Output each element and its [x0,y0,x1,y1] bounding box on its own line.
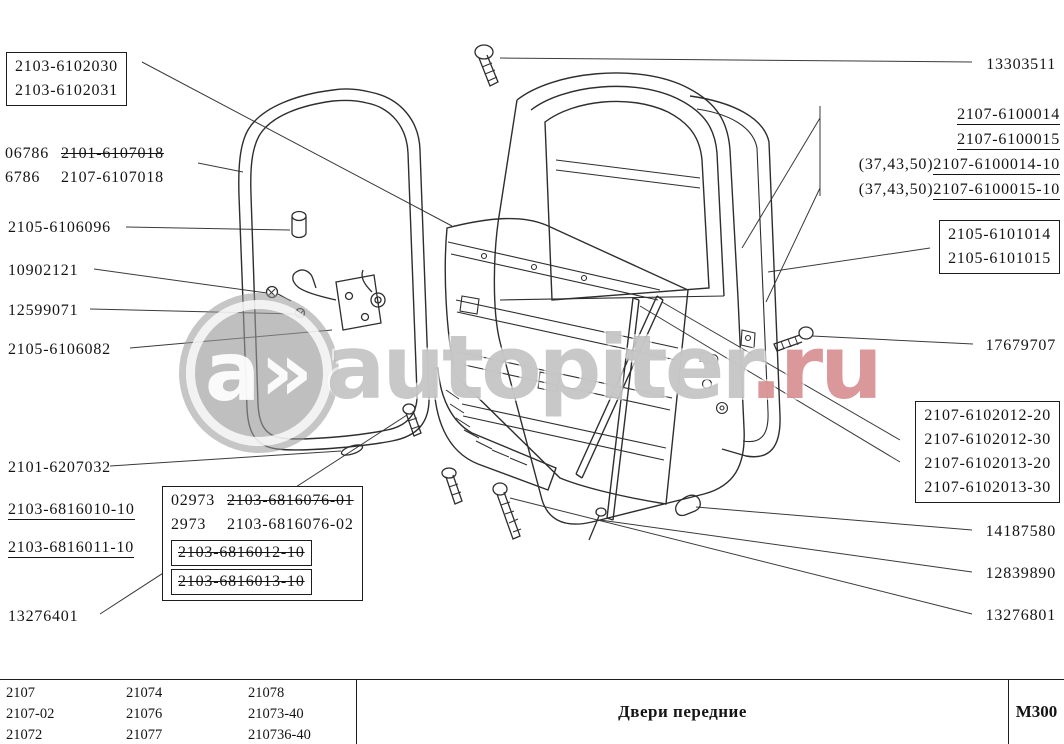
model-column: 21074 21076 21077 [126,683,248,744]
label-armrest1: 2103-6816010-10 [8,498,135,522]
label-group-door: 2107-6100014 2107-6100015 (37,43,50)2107… [859,102,1060,202]
sheet-title: Двери передние [618,702,747,721]
part-number: 2105-6101014 [948,226,1051,243]
label-box-seal: 2103-6102030 2103-6102031 [6,52,127,106]
part-number: 2107-6100015-10 [933,181,1060,200]
part-number-struck: 2103-6816012-10 [171,540,312,566]
model-code: 2107 [6,685,35,701]
part-number-struck: 2101-6107018 [61,145,164,162]
autopiter-logo: a» [186,300,332,446]
model-code: 210736-40 [248,727,311,743]
label-screw-right: 17679707 [985,337,1056,354]
part-number: 2103-6816010-10 [8,501,135,520]
part-number-struck: 2103-6816076-01 [227,492,354,509]
part-number: 2107-6102012-20 [924,407,1051,424]
model-code: 21074 [126,685,163,701]
part-prefix: 2973 [171,516,207,533]
outer-panel-drawing [689,95,781,458]
part-number: 2107-6100015 [957,131,1060,150]
part-prefix: (37,43,50) [858,156,934,173]
model-code: 21077 [126,727,163,743]
model-code: 21072 [6,727,43,743]
label-screw-b: 12599071 [8,302,79,319]
label-line: 2973 2103-6816076-02 [171,513,354,537]
part-number: 2107-6102013-30 [924,479,1051,496]
inner-panel-drawing [433,217,689,521]
watermark-name: autopiter [326,316,752,419]
model-list: 2107 2107-02 21072 21074 21076 21077 210… [0,680,357,744]
model-column: 2107 2107-02 21072 [6,683,126,744]
part-number: 2103-6102030 [15,58,118,75]
label-bolt-left: 13276401 [8,608,79,625]
model-code: 21078 [248,685,285,701]
part-number: 2107-6100014 [957,106,1060,125]
footer-table: 2107 2107-02 21072 21074 21076 21077 210… [0,679,1064,744]
label-clip-left: 2101-6207032 [8,459,111,476]
label-limiter: 2105-6106082 [8,341,111,358]
part-number: 2107-6102012-30 [924,431,1051,448]
part-number: 2107-6100014-10 [933,156,1060,175]
label-line: 06786 2101-6107018 [5,142,164,166]
label-screw-top: 13303511 [986,56,1056,73]
door-frame-drawing [493,72,745,525]
part-number: 2107-6107018 [61,169,164,186]
label-box-panel: 2105-6101014 2105-6101015 [939,220,1060,274]
label-box-armrest: 02973 2103-6816076-01 2973 2103-6816076-02… [162,486,363,601]
label-line: 2107-6100015 [859,127,1060,152]
label-rivet: 12839890 [985,565,1056,582]
label-seal-alt: 06786 2101-6107018 6786 2107-6107018 [5,142,164,190]
autopiter-logo-glyph: a» [204,325,314,420]
part-prefix: 02973 [171,492,215,509]
label-line: (37,43,50)2107-6100014-10 [859,152,1060,177]
label-line: 6786 2107-6107018 [5,166,164,190]
part-prefix: 06786 [5,145,49,162]
part-number: 2105-6101015 [948,250,1051,267]
label-bolt-bottom: 13276801 [985,607,1056,624]
model-code: 21076 [126,706,163,722]
label-armrest2: 2103-6816011-10 [8,536,135,560]
part-prefix: 6786 [5,169,41,186]
part-number: 2103-6816076-02 [227,516,354,533]
label-box-glassrun: 2107-6102012-20 2107-6102012-30 2107-610… [915,401,1060,503]
label-line: 2107-6100014 [859,102,1060,127]
label-screw-a: 10902121 [8,262,79,279]
watermark-text: autopiter.ru [326,324,883,412]
label-line: (37,43,50)2107-6100015-10 [859,177,1060,202]
hardware-drawing [265,44,814,541]
model-column: 21078 21073-40 210736-40 [248,683,356,744]
leader-lines [89,57,974,615]
model-code: 2107-02 [6,706,55,722]
sheet-code: М300 [1008,680,1064,744]
door-seal-drawing [238,88,430,451]
part-number: 2103-6102031 [15,82,118,99]
part-prefix: (37,43,50) [858,181,934,198]
model-code: 21073-40 [248,706,304,722]
part-number: 2107-6102013-20 [924,455,1051,472]
label-clip-right: 14187580 [985,523,1056,540]
label-line: 02973 2103-6816076-01 [171,489,354,513]
part-number-struck: 2103-6816013-10 [171,569,312,595]
label-buffer: 2105-6106096 [8,219,111,236]
watermark-tld: .ru [749,316,882,419]
part-number: 2103-6816011-10 [8,539,135,558]
